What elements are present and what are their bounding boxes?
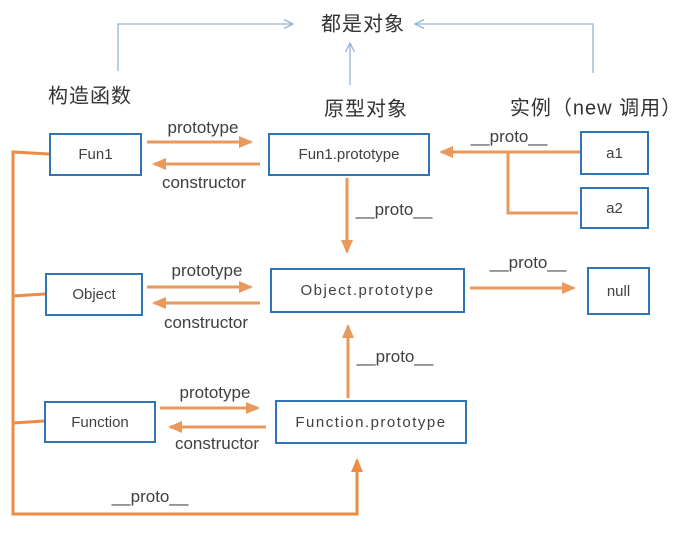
connector-a2 [506, 152, 578, 215]
title-label: 都是对象 [321, 13, 405, 36]
box-null: null [587, 267, 650, 315]
edge-label-constructor-row3: constructor [174, 434, 260, 453]
constructors-label: 构造函数 [48, 85, 132, 108]
box-function: Function [44, 401, 156, 443]
edge-label-proto-chain: __proto__ [111, 487, 189, 506]
box-object-prototype: Object.prototype [270, 268, 465, 313]
box-fun1-prototype: Fun1.prototype [268, 133, 430, 176]
box-a1: a1 [580, 131, 649, 175]
edge-label-proto-functionprototype: __proto__ [356, 347, 434, 366]
arrow-proto-chain [11, 150, 363, 516]
connector-chain-object [12, 292, 46, 298]
edge-label-proto-null: __proto__ [489, 253, 567, 272]
box-function-prototype: Function.prototype [275, 400, 467, 444]
connector-chain-function [12, 419, 45, 425]
edge-label-prototype-row2: prototype [171, 261, 243, 280]
prototypes-label: 原型对象 [324, 98, 408, 121]
box-fun1: Fun1 [49, 133, 142, 176]
box-object: Object [45, 273, 143, 316]
edge-label-prototype-row1: prototype [167, 118, 239, 137]
edge-label-proto-a1: __proto__ [470, 127, 548, 146]
edge-label-constructor-row1: constructor [161, 173, 247, 192]
guide-line-instances [413, 18, 594, 73]
edge-label-constructor-row2: constructor [163, 313, 249, 332]
instances-label: 实例（new 调用） [509, 97, 681, 120]
edge-label-prototype-row3: prototype [179, 383, 251, 402]
box-a2: a2 [580, 187, 649, 229]
guide-line-constructors [117, 18, 295, 71]
edge-label-proto-fun1prototype: __proto__ [355, 200, 433, 219]
